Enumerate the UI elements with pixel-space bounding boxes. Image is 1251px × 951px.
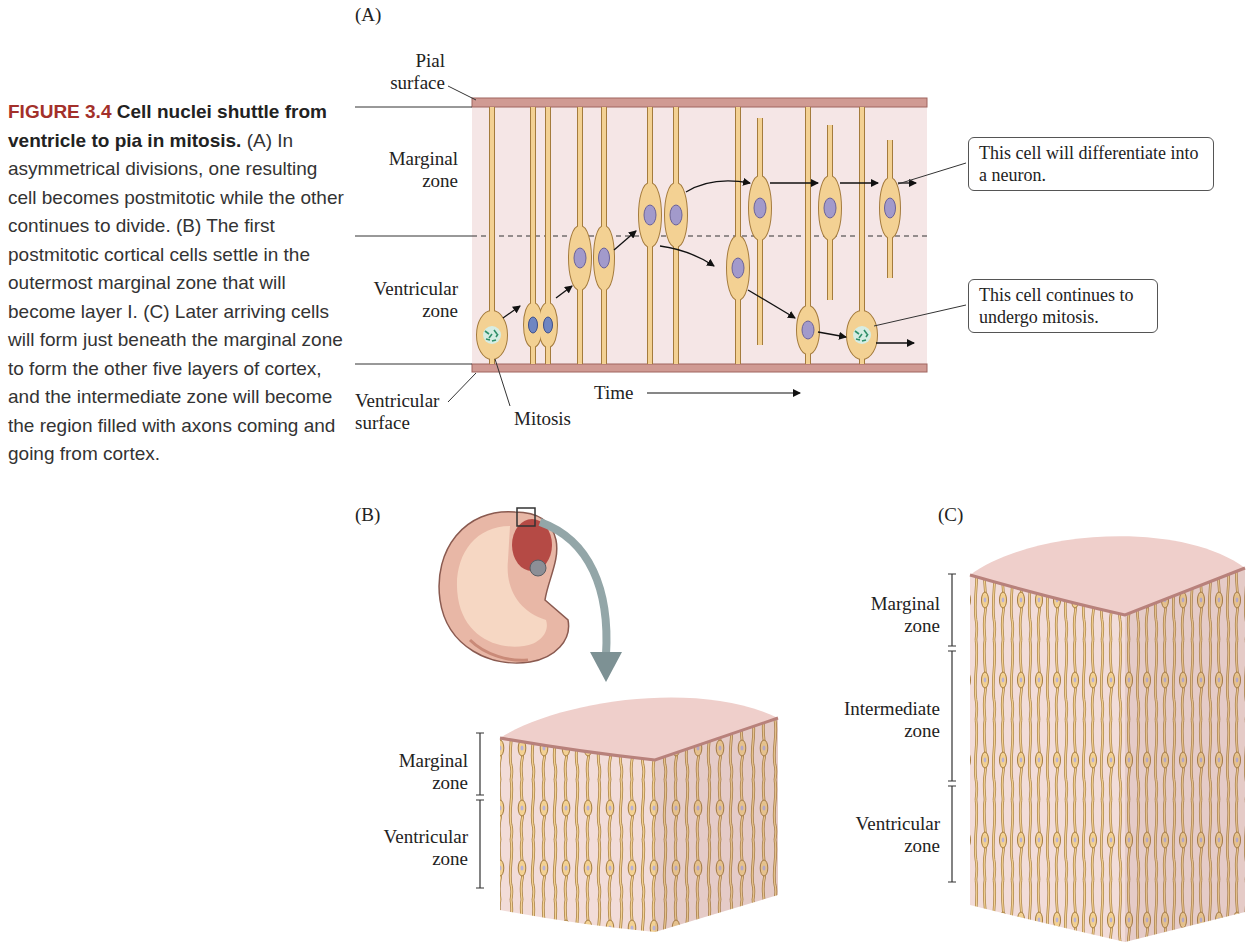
daughter-nuclei	[529, 317, 553, 333]
zone-label-text: Marginal zone	[399, 750, 468, 793]
zone-label: Marginal zone	[850, 593, 940, 637]
surface-label-text: Ventricular surface	[355, 390, 439, 433]
time-label-text: Time	[594, 382, 633, 403]
cell-bodies	[479, 107, 898, 364]
zone-label: Ventricular zone	[368, 826, 468, 870]
callout-text: This cell continues to undergo mitosis.	[979, 284, 1147, 328]
leader-lines	[448, 86, 966, 406]
panel-a-frame	[355, 98, 927, 372]
figure-caption: FIGURE 3.4Cell nuclei shuttle from ventr…	[8, 98, 346, 469]
zone-label-text: Intermediate zone	[844, 698, 940, 741]
zone-label-text: Ventricular zone	[856, 813, 940, 856]
caption-text: (A) In asymmetrical divisions, one resul…	[8, 130, 344, 465]
surface-label: Pial surface	[370, 50, 445, 94]
tissue-block-c	[970, 536, 1245, 942]
surface-label: Ventricular surface	[355, 390, 455, 434]
zone-label-text: Ventricular zone	[374, 278, 458, 321]
embryo	[439, 508, 622, 682]
mitosis-label-text: Mitosis	[514, 408, 571, 429]
zone-label-text: Marginal zone	[871, 593, 940, 636]
panel-letter: (C)	[938, 504, 978, 526]
panel-letter-text: (B)	[355, 504, 380, 525]
time-label: Time	[594, 382, 644, 404]
time-arrow	[647, 392, 800, 393]
panel-letter: (A)	[355, 4, 395, 26]
zone-label: Marginal zone	[368, 148, 458, 192]
mitosis-label: Mitosis	[514, 408, 594, 430]
zone-label: Marginal zone	[378, 750, 468, 794]
zone-brackets	[476, 574, 956, 888]
tissue-block-b	[500, 698, 778, 932]
movement-arrows	[503, 181, 916, 343]
panel-letter-text: (C)	[938, 504, 963, 525]
zone-label: Ventricular zone	[358, 278, 458, 322]
callout-text: This cell will differentiate into a neur…	[979, 142, 1203, 186]
zone-label-text: Marginal zone	[389, 148, 458, 191]
cell-outlines	[479, 107, 898, 364]
callout-box: This cell will differentiate into a neur…	[968, 137, 1214, 191]
nuclei	[574, 198, 896, 339]
zone-label: Intermediate zone	[830, 698, 940, 742]
callout-box: This cell continues to undergo mitosis.	[968, 279, 1158, 333]
panel-letter: (B)	[355, 504, 395, 526]
mitotic-chromosomes	[483, 326, 871, 344]
surface-label-text: Pial surface	[390, 50, 445, 93]
zone-label: Ventricular zone	[840, 813, 940, 857]
zone-label-text: Ventricular zone	[384, 826, 468, 869]
figure-number: FIGURE 3.4	[8, 101, 111, 122]
panel-letter-text: (A)	[355, 4, 381, 25]
